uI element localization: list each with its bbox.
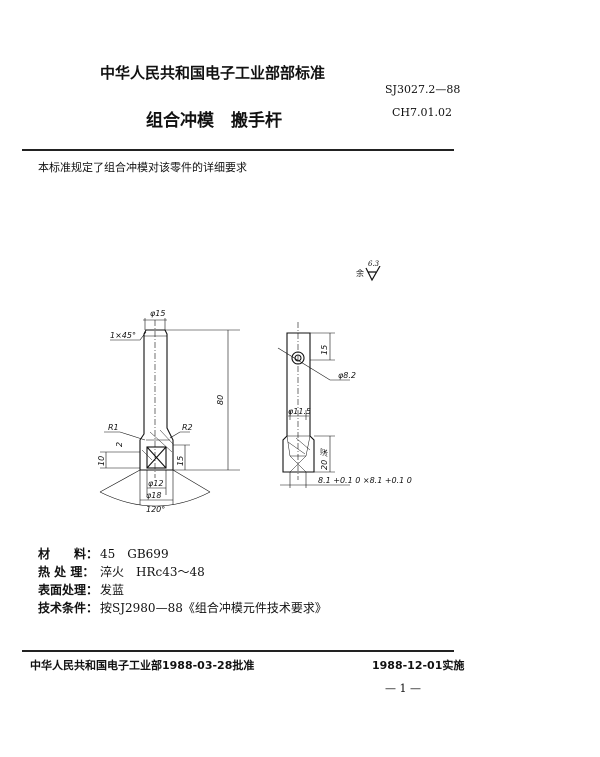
org-standard-title: 中华人民共和国电子工业部部标准	[100, 64, 326, 82]
document-title: 组合冲模 搬手杆	[146, 111, 282, 131]
label-angle: 120°	[146, 505, 165, 514]
left-view	[99, 318, 240, 507]
standard-number: SJ3027.2—88	[385, 83, 461, 96]
roughness-symbol-icon	[365, 266, 381, 282]
spec-heat-treatment: 热 处 理：淬火 HRc43～48	[38, 565, 205, 579]
label-length: 80	[216, 395, 225, 405]
page-number: — 1 —	[385, 682, 421, 695]
roughness-value: 6.3	[368, 260, 380, 268]
label-r2: R2	[182, 423, 193, 432]
label-dim-15: 15	[176, 456, 185, 466]
intro-text: 本标准规定了组合冲模对该零件的详细要求	[38, 161, 247, 174]
roughness-prefix: 余	[356, 269, 364, 278]
header-rule	[22, 149, 454, 151]
label-square: 8.1 +0.1 0 ×8.1 +0.1 0	[318, 476, 412, 485]
spec-material: 材 料：45 GB699	[38, 547, 169, 561]
label-right-dim-15: 15	[320, 345, 329, 355]
label-dim-10: 10	[97, 456, 106, 466]
label-dia-11-5: φ11.5	[288, 407, 311, 416]
approval-text: 中华人民共和国电子工业部1988-03-28批准	[30, 659, 255, 672]
label-dia-18: φ18	[146, 491, 161, 500]
label-r1: R1	[108, 423, 119, 432]
footer-rule	[22, 650, 454, 652]
spec-technical-conditions: 技术条件：按SJ2980—88《组合冲模元件技术要求》	[38, 601, 327, 615]
label-dia-12: φ12	[148, 479, 163, 488]
effective-date: 1988-12-01实施	[372, 659, 465, 672]
document-code: CH7.01.02	[392, 106, 452, 119]
right-view	[277, 322, 350, 488]
label-hole: φ8.2	[338, 371, 356, 380]
spec-surface-treatment: 表面处理：发蓝	[38, 583, 125, 597]
label-dia-top: φ15	[150, 309, 165, 318]
label-depth: 20 深	[320, 448, 329, 470]
label-dim-2: 2	[115, 442, 124, 447]
label-chamfer: 1×45°	[110, 331, 136, 340]
